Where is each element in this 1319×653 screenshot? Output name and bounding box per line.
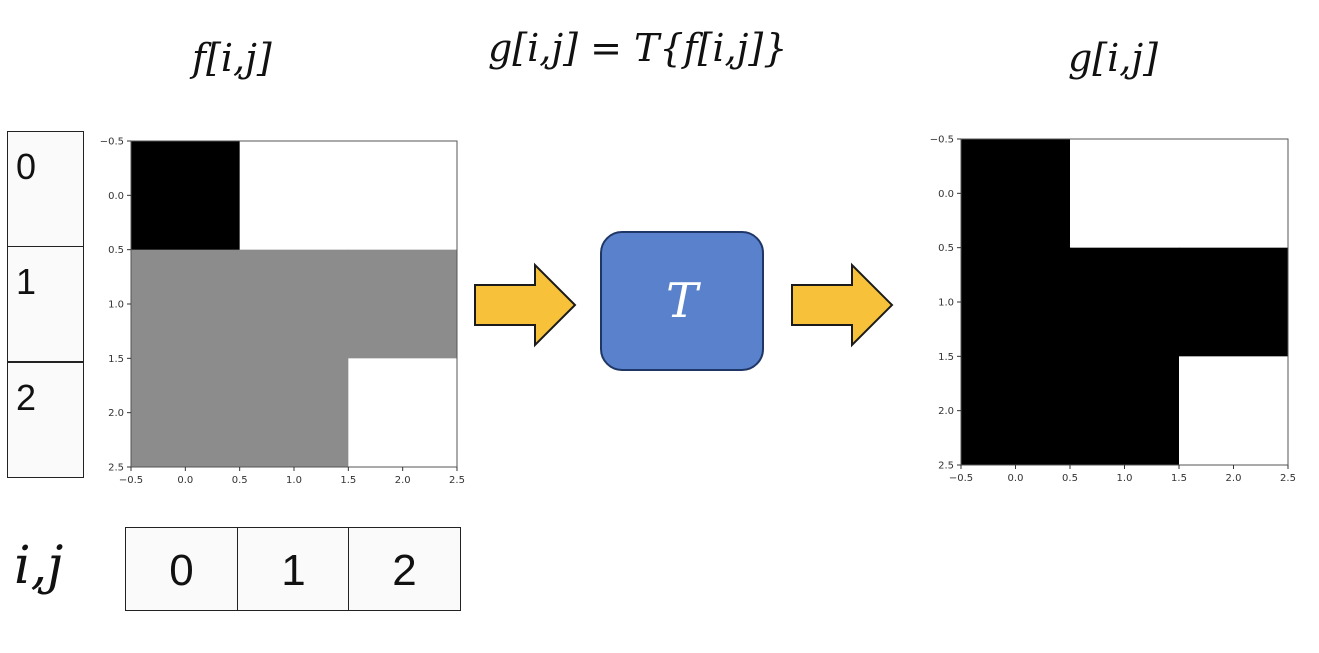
y-tick-label: −0.5 bbox=[930, 135, 954, 146]
col-index-cell-0: 0 bbox=[125, 527, 238, 611]
y-tick-label: 2.0 bbox=[108, 408, 124, 419]
pixel-cell bbox=[239, 249, 349, 359]
pixel-cell bbox=[961, 247, 1071, 357]
pixel-cell bbox=[1070, 247, 1180, 357]
x-tick-label: 0.0 bbox=[177, 475, 193, 486]
x-tick-label: 0.5 bbox=[1062, 473, 1078, 484]
col-index-cell-2: 2 bbox=[348, 527, 461, 611]
x-tick-label: 2.5 bbox=[449, 475, 465, 486]
pixel-cell bbox=[239, 141, 349, 251]
y-tick-label: 1.5 bbox=[108, 354, 124, 365]
x-tick-label: 2.0 bbox=[395, 475, 411, 486]
transform-box: T bbox=[600, 231, 764, 371]
pixel-cell bbox=[961, 139, 1071, 249]
y-tick-label: 2.5 bbox=[938, 461, 954, 472]
output-image-title: g[i,j] bbox=[1068, 36, 1158, 80]
y-tick-label: 1.0 bbox=[108, 300, 124, 311]
pixel-cell bbox=[1179, 139, 1289, 249]
index-label: i,j bbox=[14, 536, 64, 596]
pixel-cell bbox=[131, 141, 241, 251]
y-tick-label: 1.0 bbox=[938, 298, 954, 309]
pixel-cell bbox=[1070, 139, 1180, 249]
y-tick-label: 1.5 bbox=[938, 352, 954, 363]
pixel-cell bbox=[1179, 247, 1289, 357]
arrow-right-icon bbox=[474, 262, 577, 348]
row-index-cell-1: 1 bbox=[7, 246, 84, 362]
pixel-cell bbox=[1179, 356, 1289, 466]
y-tick-label: 0.0 bbox=[108, 191, 124, 202]
input-image-title: f[i,j] bbox=[192, 36, 272, 80]
pixel-cell bbox=[1070, 356, 1180, 466]
x-tick-label: 1.5 bbox=[340, 475, 356, 486]
y-tick-label: 0.5 bbox=[108, 245, 124, 256]
y-tick-label: 0.0 bbox=[938, 189, 954, 200]
y-tick-label: 0.5 bbox=[938, 243, 954, 254]
x-tick-label: 1.0 bbox=[1117, 473, 1133, 484]
x-tick-label: −0.5 bbox=[119, 475, 143, 486]
pixel-cell bbox=[348, 358, 458, 468]
arrow-right-icon bbox=[791, 262, 894, 348]
pixel-cell bbox=[348, 141, 458, 251]
x-tick-label: 1.0 bbox=[286, 475, 302, 486]
pixel-cell bbox=[131, 249, 241, 359]
x-tick-label: 0.5 bbox=[232, 475, 248, 486]
y-tick-label: −0.5 bbox=[100, 137, 124, 148]
y-tick-label: 2.5 bbox=[108, 463, 124, 474]
y-tick-label: 2.0 bbox=[938, 406, 954, 417]
row-index-cell-2: 2 bbox=[7, 362, 84, 478]
pixel-cell bbox=[239, 358, 349, 468]
transform-equation: g[i,j] = T{f[i,j]} bbox=[488, 26, 788, 70]
x-tick-label: 2.0 bbox=[1226, 473, 1242, 484]
row-index-cell-0: 0 bbox=[7, 131, 84, 247]
pixel-cell bbox=[348, 249, 458, 359]
pixel-cell bbox=[961, 356, 1071, 466]
x-tick-label: 0.0 bbox=[1008, 473, 1024, 484]
x-tick-label: 2.5 bbox=[1280, 473, 1296, 484]
x-tick-label: −0.5 bbox=[949, 473, 973, 484]
x-tick-label: 1.5 bbox=[1171, 473, 1187, 484]
pixel-cell bbox=[131, 358, 241, 468]
